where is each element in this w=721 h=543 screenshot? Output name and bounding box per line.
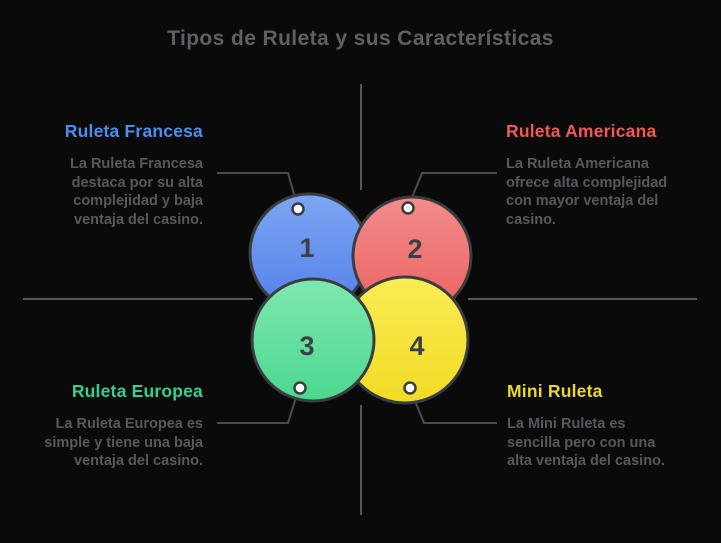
- anchor-ring-3: [293, 381, 307, 395]
- description-ruleta-americana: La Ruleta Americana ofrece alta compleji…: [506, 156, 668, 228]
- connector-line-2: [408, 172, 497, 206]
- label-ruleta-americana: Ruleta Americana: [506, 121, 657, 141]
- circle-number-2: 2: [407, 234, 422, 264]
- section-ruleta-francesa: Ruleta Francesa La Ruleta Francesa desta…: [28, 121, 203, 229]
- connector-line-3: [217, 390, 299, 424]
- anchor-ring-1: [291, 202, 305, 216]
- circle-number-4: 4: [409, 331, 424, 361]
- label-ruleta-francesa: Ruleta Francesa: [64, 121, 203, 141]
- label-ruleta-europea: Ruleta Europea: [71, 381, 203, 401]
- section-mini-ruleta: Mini Ruleta La Mini Ruleta es sencilla p…: [507, 381, 681, 471]
- anchor-ring-2: [401, 201, 415, 215]
- description-mini-ruleta: La Mini Ruleta es sencilla pero con una …: [507, 416, 665, 470]
- section-ruleta-americana: Ruleta Americana La Ruleta Americana ofr…: [506, 121, 682, 229]
- circle-ruleta-europea: [250, 277, 376, 403]
- label-mini-ruleta: Mini Ruleta: [507, 381, 603, 401]
- circle-number-3: 3: [299, 331, 314, 361]
- page-title: Tipos de Ruleta y sus Características: [167, 27, 554, 50]
- connector-line-1: [217, 172, 298, 206]
- anchor-ring-4: [403, 381, 417, 395]
- description-ruleta-francesa: La Ruleta Francesa destaca por su alta c…: [70, 156, 203, 228]
- section-ruleta-europea: Ruleta Europea La Ruleta Europea es simp…: [25, 381, 203, 471]
- circle-number-1: 1: [299, 233, 314, 263]
- description-ruleta-europea: La Ruleta Europea es simple y tiene una …: [44, 416, 203, 470]
